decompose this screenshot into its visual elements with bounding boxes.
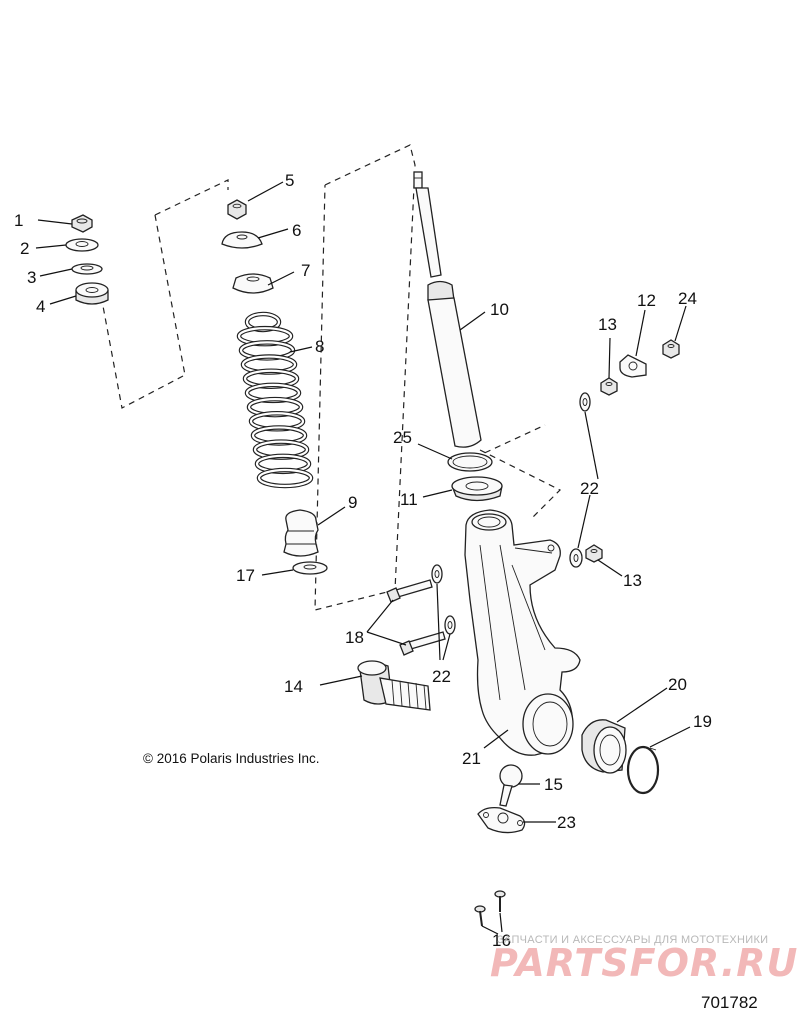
callout-21: 21 <box>462 749 481 768</box>
part-18-bolt-lower <box>399 631 446 656</box>
part-13-nut-lower <box>585 544 603 563</box>
callout-10: 10 <box>490 300 509 319</box>
part-25-seal-ring <box>447 452 493 472</box>
part-22-washer-bolt-lower <box>444 615 456 635</box>
callout-22-upper: 22 <box>580 479 599 498</box>
part-14-axle-stub <box>357 660 431 711</box>
callout-25: 25 <box>393 428 412 447</box>
part-23-plate <box>477 806 526 834</box>
callout-15: 15 <box>544 775 563 794</box>
part-24-nut <box>662 339 680 359</box>
part-18-bolt-upper <box>386 579 433 603</box>
callout-19: 19 <box>693 712 712 731</box>
copyright-notice: © 2016 Polaris Industries Inc. <box>143 751 320 766</box>
callout-13-upper: 13 <box>598 315 617 334</box>
callout-17: 17 <box>236 566 255 585</box>
spring-coil <box>257 468 313 488</box>
callout-12: 12 <box>637 291 656 310</box>
part-21-knuckle <box>464 509 581 756</box>
part-20-bearing <box>581 719 627 774</box>
callout-23: 23 <box>557 813 576 832</box>
part-13-nut-upper <box>600 377 618 396</box>
callout-11: 11 <box>400 490 418 509</box>
callout-18: 18 <box>345 628 364 647</box>
watermark-tagline: ЗАПЧАСТИ И АКСЕССУАРЫ ДЛЯ МОТОТЕХНИКИ <box>497 934 769 946</box>
callout-9: 9 <box>348 493 357 512</box>
callout-13-lower: 13 <box>623 571 642 590</box>
callout-1: 1 <box>14 211 23 230</box>
part-17-washer <box>292 561 328 575</box>
part-10-shock-absorber <box>413 171 482 448</box>
callout-24: 24 <box>678 289 697 308</box>
part-1-nut <box>71 214 93 233</box>
callout-5: 5 <box>285 171 294 190</box>
part-5-nut <box>227 199 247 220</box>
part-4-bushing <box>75 282 109 305</box>
part-12-clip <box>619 354 647 378</box>
part-22-washer-upper <box>579 392 591 412</box>
part-11-bearing-plate <box>451 476 503 502</box>
callout-16: 16 <box>492 931 511 950</box>
watermark-brand: PARTSFOR.RU <box>490 941 799 985</box>
callout-8: 8 <box>315 337 324 356</box>
part-2-washer <box>65 238 99 252</box>
assembly-outline-center <box>314 144 416 611</box>
callout-2: 2 <box>20 239 29 258</box>
part-16-screws <box>474 890 506 927</box>
callout-4: 4 <box>36 297 45 316</box>
callout-labels: 1 2 3 4 5 6 7 8 9 10 11 12 13 13 14 15 1… <box>14 171 712 950</box>
leader-lines <box>35 181 691 935</box>
part-8-coil-spring <box>236 311 314 489</box>
part-3-washer <box>71 263 103 275</box>
callout-3: 3 <box>27 268 36 287</box>
callout-14: 14 <box>284 677 303 696</box>
assembly-outline-strut-lower <box>479 449 562 521</box>
assembly-outline-left <box>154 179 229 216</box>
part-22-washer-bolt-upper <box>431 564 443 584</box>
part-19-snap-ring <box>626 745 660 795</box>
diagram-number: 701782 <box>701 993 758 1012</box>
part-22-washer-right <box>569 548 583 568</box>
part-9-bump-stop <box>283 509 319 557</box>
part-15-ball-joint <box>499 764 523 807</box>
part-7-spring-seat <box>232 273 274 294</box>
callout-20: 20 <box>668 675 687 694</box>
callout-22-lower: 22 <box>432 667 451 686</box>
part-6-cup-washer <box>221 231 263 249</box>
callout-6: 6 <box>292 221 301 240</box>
callout-7: 7 <box>301 261 310 280</box>
assembly-outline-left-side <box>99 214 186 409</box>
